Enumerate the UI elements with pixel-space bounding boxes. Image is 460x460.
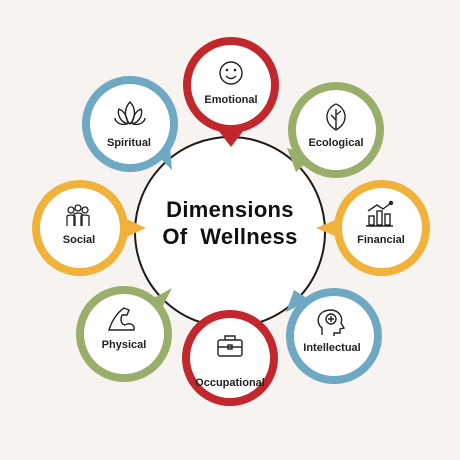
flexed-arm-icon — [108, 307, 135, 331]
node-financial-bubble — [316, 180, 430, 276]
leaf-icon — [326, 103, 346, 131]
label-occupational: Occupational — [195, 377, 265, 389]
label-ecological: Ecological — [308, 137, 364, 149]
label-financial: Financial — [357, 234, 405, 246]
label-spiritual: Spiritual — [106, 137, 151, 149]
briefcase-icon — [217, 335, 243, 357]
smiley-icon — [219, 61, 243, 85]
node-physical-bubble — [76, 286, 172, 382]
lotus-icon — [114, 101, 146, 126]
label-social: Social — [62, 234, 96, 246]
title-line-1: Dimensions — [166, 197, 294, 222]
title-line-2: Of Wellness — [162, 224, 298, 249]
head-brain-icon — [317, 309, 346, 336]
diagram-title: Dimensions Of Wellness — [130, 196, 330, 250]
node-emotional-bubble — [183, 37, 279, 147]
label-physical: Physical — [101, 339, 147, 351]
people-group-icon — [66, 204, 90, 226]
label-emotional: Emotional — [204, 94, 258, 106]
node-social-bubble — [32, 180, 146, 276]
node-occupational-bubble — [182, 310, 278, 406]
label-intellectual: Intellectual — [303, 342, 361, 354]
bar-chart-icon — [366, 200, 394, 227]
